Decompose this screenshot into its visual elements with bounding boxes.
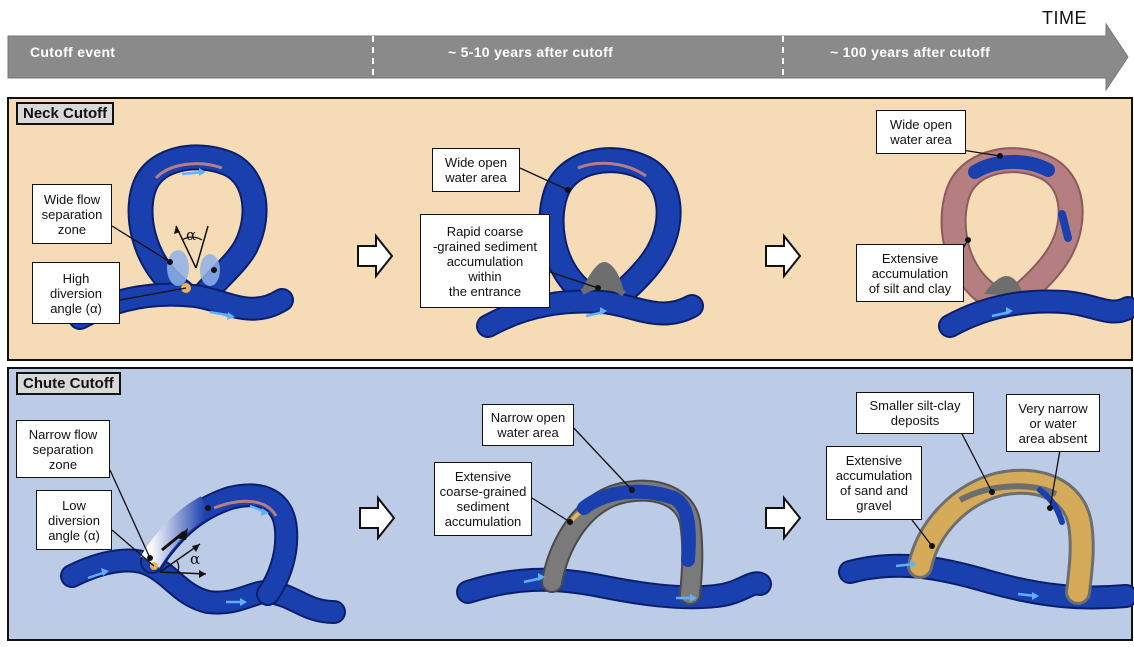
callout-extensive-sand-gravel: Extensive accumulation of sand and grave… [826,446,922,520]
neck-transition-arrow-1 [357,233,394,279]
phase-100-years: ~ 100 years after cutoff [830,44,991,60]
neck-transition-arrow-2 [765,233,802,279]
callout-wide-open-water-neck-2: Wide open water area [432,148,520,192]
phase-cutoff-event: Cutoff event [30,44,116,60]
callout-extensive-silt-clay: Extensive accumulation of silt and clay [856,244,964,302]
callout-narrow-open-water: Narrow open water area [482,404,574,446]
chute-meander-stage3 [838,468,1134,610]
callout-rapid-coarse-accumulation: Rapid coarse -grained sediment accumulat… [420,214,550,308]
neck-meander-stage2 [476,147,704,338]
leader-lines [109,149,1061,567]
neck-cutoff-title: Neck Cutoff [16,102,115,125]
callout-low-diversion-angle: Low diversion angle (α) [36,490,112,550]
callout-wide-flow-separation: Wide flow separation zone [32,184,112,244]
callout-wide-open-water-neck-3: Wide open water area [876,110,966,154]
callout-very-narrow-water: Very narrow or water area absent [1006,394,1100,452]
alpha-neck: α [186,226,197,244]
neck-meander-stage3 [938,147,1134,338]
chute-meander-stage2 [456,479,772,610]
callout-extensive-coarse-grained: Extensive coarse-grained sediment accumu… [434,462,532,536]
callout-narrow-flow-separation: Narrow flow separation zone [16,420,110,478]
alpha-chute: α [190,550,201,568]
time-label: TIME [1042,8,1087,28]
chute-cutoff-title: Chute Cutoff [16,372,121,395]
timeline-arrow [7,22,1129,92]
callout-high-diversion-angle: High diversion angle (α) [32,262,120,324]
callout-smaller-silt-clay: Smaller silt-clay deposits [856,392,974,434]
chute-transition-arrow-1 [359,495,396,541]
chute-meander-stage1 [60,483,346,624]
phase-5-10-years: ~ 5-10 years after cutoff [448,44,614,60]
chute-transition-arrow-2 [765,495,802,541]
